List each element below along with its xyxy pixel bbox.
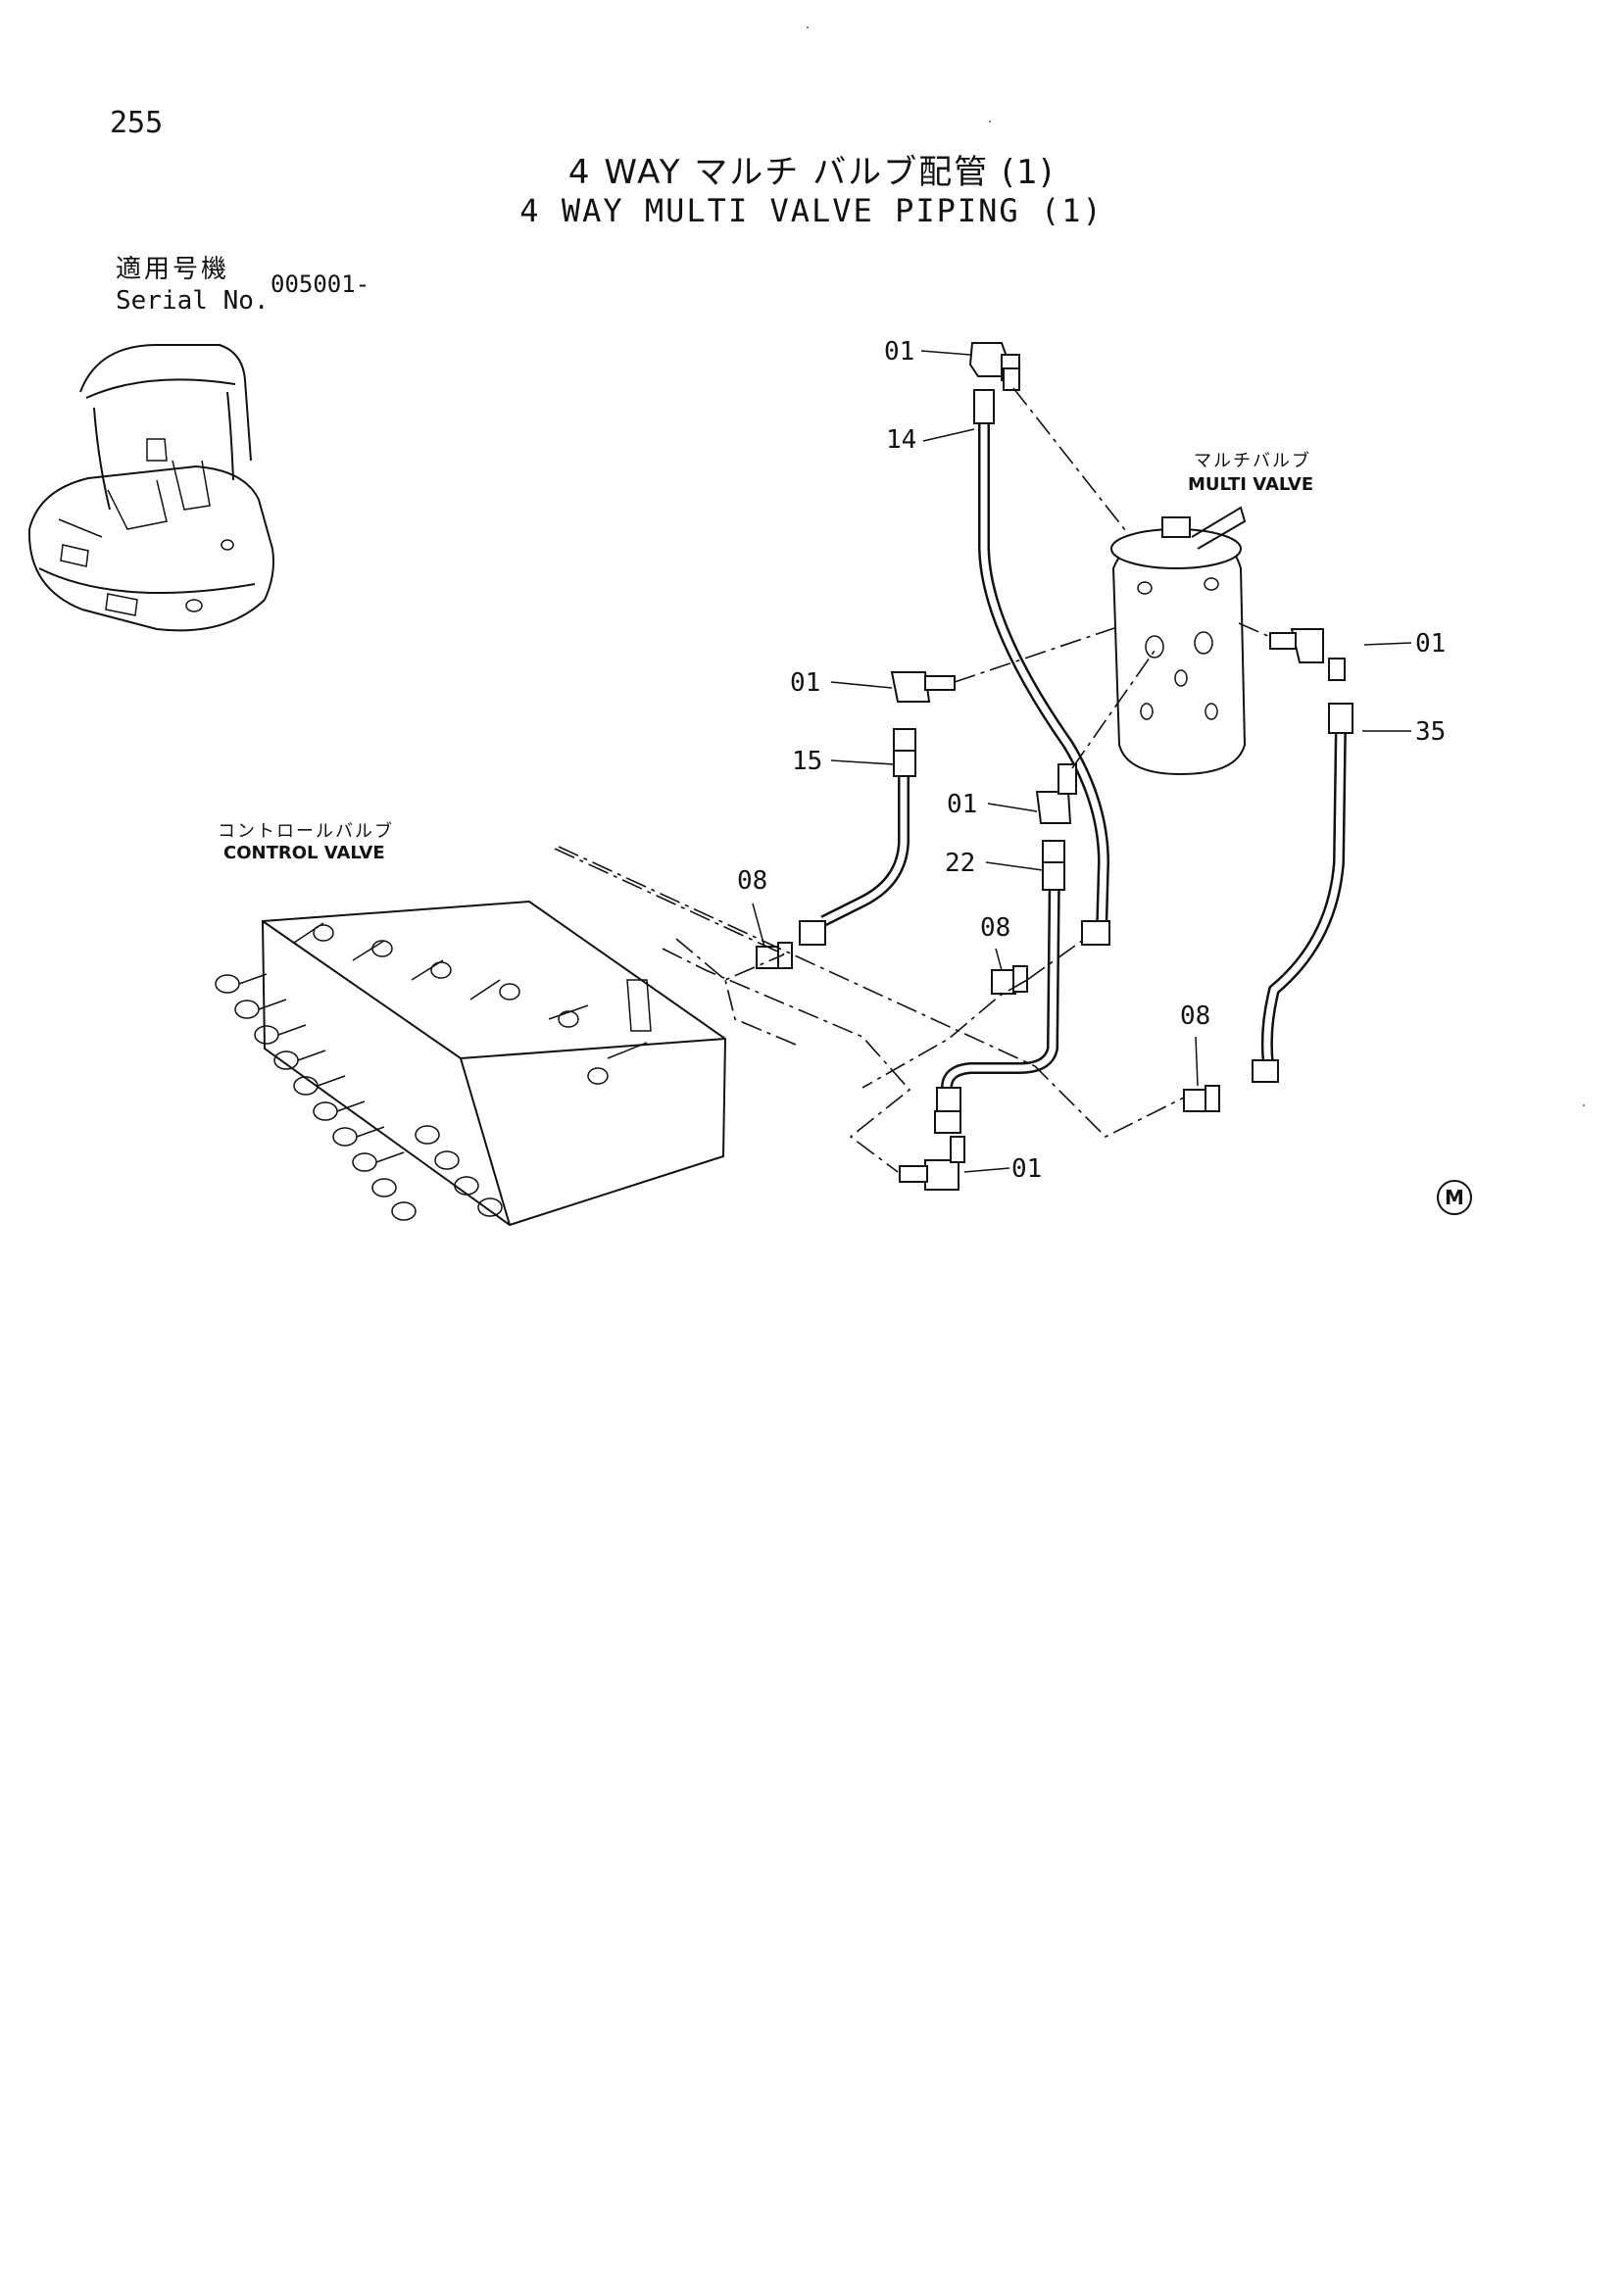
callout-08-middle: 08 (980, 913, 1011, 943)
multi-valve-label-jp: マルチバルブ (1194, 451, 1311, 471)
serial-label-japanese: 適用号機 (116, 255, 230, 284)
callout-01-middle: 01 (947, 790, 978, 819)
callout-08-right: 08 (1180, 1001, 1211, 1031)
multi-valve-label-en: MULTI VALVE (1188, 474, 1314, 495)
callout-14: 14 (886, 425, 917, 455)
m-mark-symbol: M (1437, 1180, 1472, 1215)
callout-15: 15 (792, 747, 823, 776)
callout-01-top: 01 (884, 337, 915, 366)
page-number: 255 (110, 106, 164, 140)
serial-label-english: Serial No. (116, 286, 270, 316)
callout-22: 22 (945, 849, 976, 878)
leader-lines (752, 350, 1412, 1173)
callout-01-right: 01 (1415, 629, 1447, 659)
control-valve-label-jp: コントロールバルブ (218, 821, 394, 842)
callout-01-left: 01 (790, 668, 821, 698)
callout-01-bottom: 01 (1011, 1154, 1043, 1184)
callout-08-left: 08 (737, 866, 768, 896)
fittings (756, 342, 1353, 1191)
hoses (820, 412, 1347, 1103)
title-japanese: 4 WAY マルチ バルブ配管 (1) (567, 153, 1056, 192)
callout-35: 35 (1415, 717, 1447, 747)
excavator-thumbnail (27, 344, 274, 632)
control-valve-body (215, 900, 727, 1227)
control-valve-label-en: CONTROL VALVE (223, 843, 385, 863)
title-english: 4 WAY MULTI VALVE PIPING (1) (519, 192, 1104, 229)
multi-valve-body (1110, 506, 1247, 776)
serial-number-value: 005001- (270, 270, 370, 298)
connection-lines (554, 387, 1271, 1173)
